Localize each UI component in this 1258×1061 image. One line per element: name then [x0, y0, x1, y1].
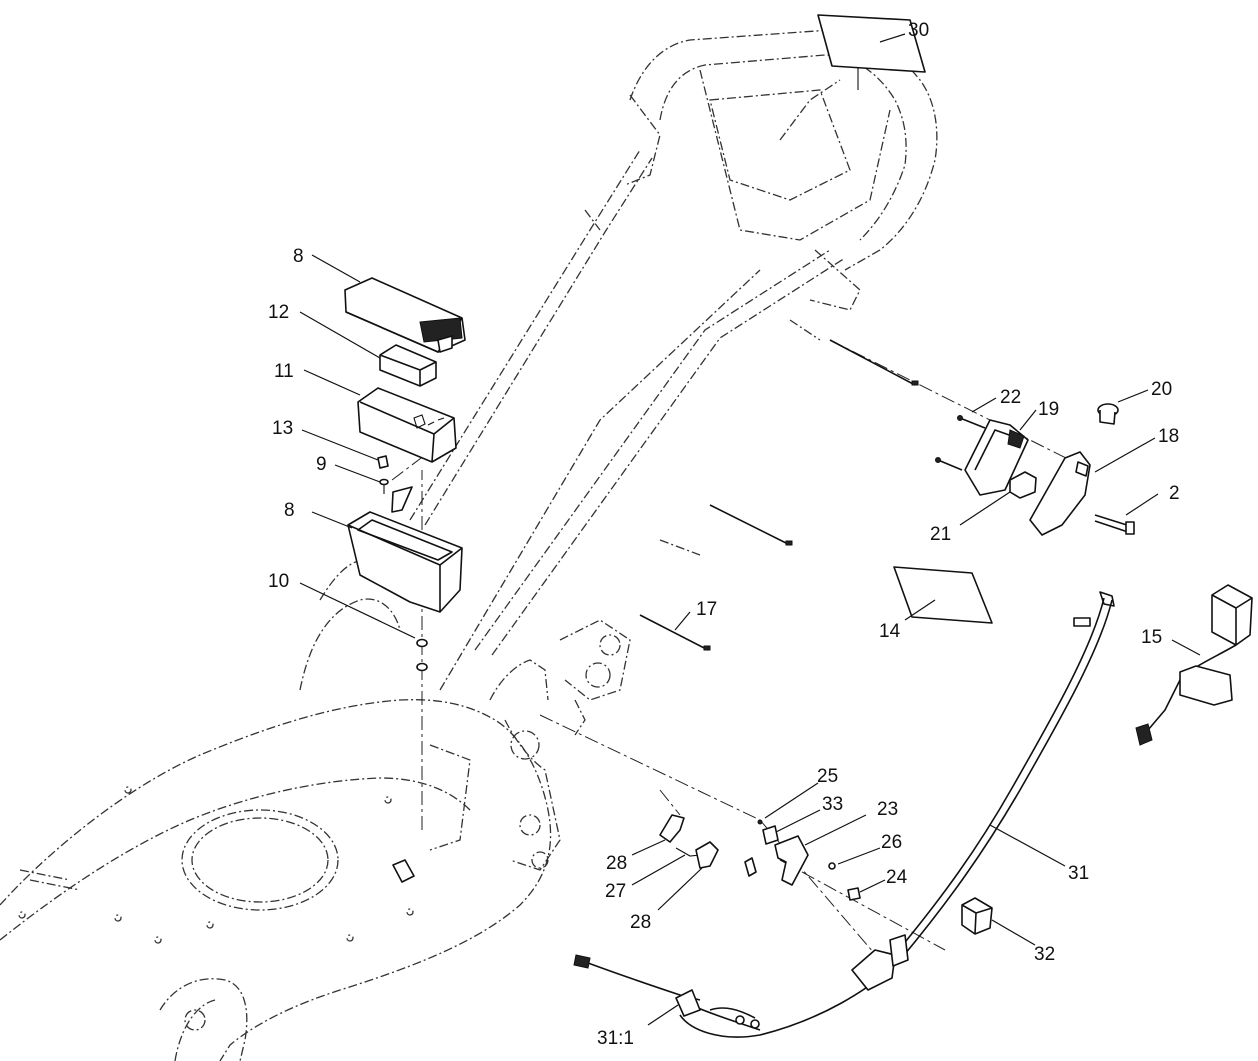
part-10-washers: [416, 638, 428, 672]
callout-30: 30: [908, 20, 929, 41]
callout-12: 12: [268, 302, 289, 323]
callout-28-upper: 28: [606, 853, 627, 874]
callout-17: 17: [696, 599, 717, 620]
callout-31: 31: [1068, 863, 1089, 884]
handle-phantom: [409, 29, 938, 736]
part-32-relay: [961, 897, 993, 935]
mower-deck-phantom: [0, 559, 561, 1061]
callout-27: 27: [605, 881, 626, 902]
part-24-screw: [847, 887, 861, 901]
part-28-bracket-lower: [695, 841, 719, 869]
callout-28-lower: 28: [630, 912, 651, 933]
part-25-pin: [757, 819, 763, 825]
callout-21: 21: [930, 524, 951, 545]
callout-labels: 30 8 12 11 13 9 8 10 22 19 20 18 2 21 14…: [268, 20, 1180, 1049]
part-20-bushing: [1097, 403, 1119, 425]
part-18-cover: [1029, 451, 1091, 536]
callout-13: 13: [272, 418, 293, 439]
assembly-centerlines: [391, 339, 1091, 961]
part-31-wire-harness: [573, 591, 1115, 1038]
callout-15: 15: [1141, 627, 1162, 648]
part-30-decal: [817, 14, 926, 90]
callout-9: 9: [316, 454, 327, 475]
callout-20: 20: [1151, 379, 1172, 400]
callout-33: 33: [822, 794, 843, 815]
callout-18: 18: [1158, 426, 1179, 447]
part-12-block: [379, 344, 437, 387]
callout-19: 19: [1038, 399, 1059, 420]
part-8-tray: [347, 486, 463, 613]
part-22-screws: [935, 415, 986, 471]
part-23-bracket: [774, 835, 809, 886]
callout-2: 2: [1169, 483, 1180, 504]
part-14-decal: [893, 566, 993, 624]
part-33-switch: [762, 825, 779, 845]
callout-8-battery: 8: [293, 246, 304, 267]
callout-10: 10: [268, 571, 289, 592]
callout-26: 26: [881, 832, 902, 853]
part-19-switch-housing: [964, 419, 1029, 496]
part-11-module: [357, 387, 457, 463]
part-21-switch: [1009, 471, 1037, 499]
part-8-battery: [344, 277, 466, 353]
part-9-screw: [379, 478, 389, 494]
part-28-bracket-upper: [659, 814, 685, 843]
callout-25: 25: [817, 766, 838, 787]
part-17-cable: [639, 339, 919, 651]
callout-23: 23: [877, 799, 898, 820]
part-2-bolt: [1094, 514, 1135, 535]
callout-11: 11: [274, 361, 294, 382]
part-15-charger: [1135, 584, 1253, 746]
callout-22: 22: [1000, 387, 1021, 408]
callout-31-1: 31:1: [597, 1028, 634, 1049]
leader-lines: [299, 33, 1201, 1026]
part-13-clip: [377, 455, 389, 469]
small-connector: [392, 857, 757, 883]
callout-24: 24: [886, 867, 908, 888]
callout-14: 14: [879, 621, 901, 642]
part-26-nut: [828, 862, 836, 870]
callout-32: 32: [1034, 944, 1055, 965]
callout-8-tray: 8: [284, 500, 295, 521]
